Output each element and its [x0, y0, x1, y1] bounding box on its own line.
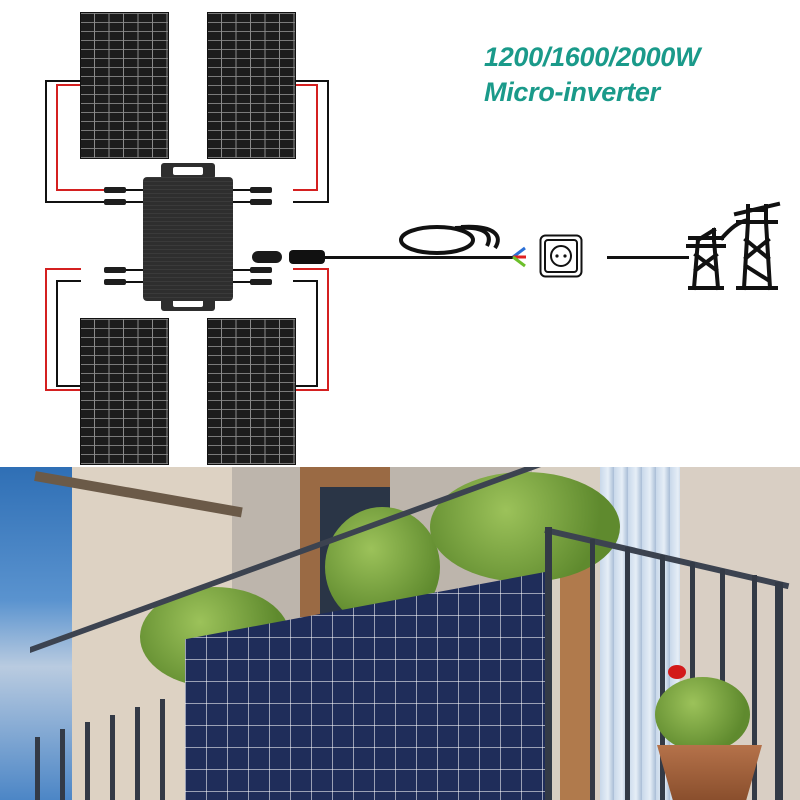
mc4-connector — [104, 199, 126, 205]
grid-line — [607, 256, 689, 259]
ac-connector — [289, 250, 325, 264]
connector-lead — [126, 189, 144, 191]
micro-inverter — [143, 177, 233, 301]
railing-bar — [660, 555, 665, 800]
connector-lead — [233, 269, 251, 271]
product-title: 1200/1600/2000W Micro-inverter — [484, 40, 700, 110]
potted-plant — [655, 677, 750, 752]
mc4-connector — [104, 267, 126, 273]
solar-panel-top-left — [80, 12, 169, 159]
connector-lead — [126, 281, 144, 283]
mc4-connector — [250, 199, 272, 205]
inverter-mount-top — [161, 163, 215, 179]
balcony-photo — [0, 467, 800, 800]
mc4-connector — [250, 187, 272, 193]
railing-bar — [85, 722, 90, 800]
railing-bar — [590, 539, 595, 800]
mc4-connector — [250, 279, 272, 285]
connector-lead — [126, 269, 144, 271]
title-line-product: Micro-inverter — [484, 77, 660, 107]
railing-bar — [160, 699, 165, 800]
railing-bar — [110, 715, 115, 800]
positive-wire — [293, 268, 329, 391]
mc4-connector — [250, 267, 272, 273]
mc4-connector — [104, 187, 126, 193]
railing-bar — [60, 729, 65, 800]
positive-wire — [45, 268, 81, 391]
railing-bar — [625, 547, 630, 800]
railing-bar — [775, 582, 783, 800]
flower-pot — [657, 745, 762, 800]
solar-panel-bottom-left — [80, 318, 169, 465]
negative-wire — [45, 80, 81, 203]
negative-wire — [56, 280, 81, 387]
positive-wire — [56, 84, 81, 191]
system-diagram: 1200/1600/2000W Micro-inverter — [45, 12, 781, 465]
negative-wire — [81, 201, 111, 203]
connector-lead — [233, 281, 251, 283]
ac-plug — [252, 251, 282, 263]
railing-bar — [35, 737, 40, 800]
connector-lead — [233, 201, 251, 203]
transmission-tower-icon — [686, 201, 781, 291]
title-line-power: 1200/1600/2000W — [484, 42, 701, 72]
railing-post — [545, 527, 552, 800]
ac-cable — [325, 256, 515, 259]
railing-bar — [135, 707, 140, 800]
power-socket-icon — [539, 234, 583, 278]
connector-lead — [233, 189, 251, 191]
solar-panel-top-right — [207, 12, 296, 159]
negative-wire — [293, 280, 318, 387]
railing-bar — [752, 575, 757, 800]
cable-coil-icon — [399, 224, 526, 268]
red-flower — [668, 665, 686, 679]
mc4-connector — [104, 279, 126, 285]
positive-wire — [293, 84, 318, 191]
positive-wire — [81, 189, 111, 191]
negative-wire — [293, 80, 329, 203]
solar-panel-bottom-right — [207, 318, 296, 465]
connector-lead — [126, 201, 144, 203]
